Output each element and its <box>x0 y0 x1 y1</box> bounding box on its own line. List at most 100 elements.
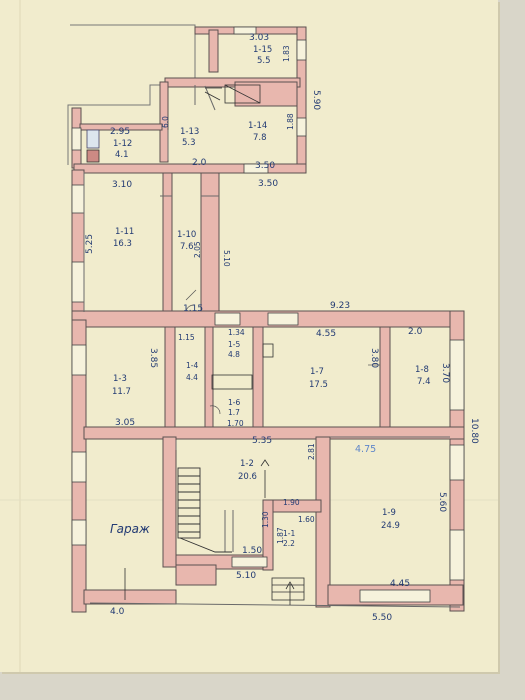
dimension: 1.83 <box>282 45 291 62</box>
stair-small-icon <box>224 84 261 104</box>
room-number: 1-8 <box>415 365 429 375</box>
dimension: 5.90 <box>311 90 321 110</box>
room-number: 1-11 <box>115 227 134 237</box>
bathtub-icon <box>211 374 253 390</box>
dimension: 1.30 <box>261 511 270 528</box>
wall <box>262 499 274 571</box>
room-area: 5.3 <box>182 138 196 148</box>
dimension: 1.60 <box>298 515 315 524</box>
dimension: 2.0 <box>192 158 207 168</box>
room-area: 24.9 <box>381 521 400 531</box>
dimension: 3.50 <box>258 179 278 189</box>
room-area: 2.2 <box>283 539 295 548</box>
window <box>71 451 87 483</box>
dimension: 4.45 <box>390 579 410 589</box>
dimension: 3.80 <box>369 348 379 368</box>
room-area: 4.1 <box>115 150 129 160</box>
room-number: 1-5 <box>228 340 240 349</box>
room-number: 1-14 <box>248 121 267 131</box>
wall <box>252 326 264 433</box>
wall <box>162 172 173 314</box>
sink-icon <box>262 343 274 358</box>
dimension: 3.10 <box>112 180 132 190</box>
doors <box>185 289 380 415</box>
room-area: 7.8 <box>253 133 267 143</box>
room-number: 1-1 <box>283 529 295 538</box>
dimension: 5.10 <box>236 571 256 581</box>
room-number: 1-6 <box>228 398 240 407</box>
room-number: 1-9 <box>382 508 396 518</box>
wall <box>79 123 163 131</box>
dimension: 1.88 <box>286 113 295 130</box>
window <box>231 556 268 568</box>
room-area: 16.3 <box>113 239 132 249</box>
dimension: 1.87 <box>276 527 285 544</box>
room-area: 5.5 <box>257 56 271 66</box>
room-number: 1-2 <box>240 459 254 469</box>
wall <box>159 81 169 163</box>
dimension: 3.03 <box>249 33 269 43</box>
room-area: 4.8 <box>228 350 240 359</box>
window <box>71 261 85 303</box>
dimension: 5.10 <box>222 250 231 267</box>
dimension: 2.95 <box>110 127 130 137</box>
interior-lines <box>83 85 461 608</box>
dimension: 5.60 <box>437 492 447 512</box>
room-area: 4.4 <box>186 373 198 382</box>
dimension: 5.25 <box>85 234 95 254</box>
wall <box>164 326 176 438</box>
dimension: 9.23 <box>330 301 350 311</box>
dimension: 4.55 <box>316 329 336 339</box>
wall <box>379 326 391 428</box>
wall <box>73 163 307 174</box>
window <box>71 344 87 376</box>
dimension: 1.50 <box>242 546 262 556</box>
window <box>71 127 82 151</box>
room-area: 7.6 <box>180 242 194 252</box>
wall <box>234 81 298 107</box>
blue-annotation: 4.75 <box>355 444 376 455</box>
window <box>243 163 269 174</box>
room-number: 1-7 <box>310 367 324 377</box>
room-number: 1-13 <box>180 127 199 137</box>
stove-icon <box>86 129 100 149</box>
room-area: 17.5 <box>309 380 328 390</box>
window <box>359 589 431 603</box>
dimension: 2.81 <box>307 443 316 460</box>
heater-icon <box>86 149 100 163</box>
outline-top-left <box>67 24 196 165</box>
wall <box>83 426 465 440</box>
wall <box>200 172 220 319</box>
room-number: 1-12 <box>113 139 132 149</box>
room-number: 1-15 <box>253 45 272 55</box>
dimension: 6.0 <box>161 116 170 128</box>
wall <box>208 29 219 73</box>
dimension: 5.50 <box>372 613 392 623</box>
dimension: 3.85 <box>148 348 158 368</box>
window <box>71 519 87 546</box>
wall <box>83 589 177 605</box>
dimension: 1.15 <box>178 333 195 342</box>
dimension: 10.80 <box>469 418 479 444</box>
window <box>267 312 299 326</box>
window <box>449 529 465 581</box>
window <box>449 339 465 411</box>
wall <box>175 564 217 586</box>
dimension: 2.05 <box>193 241 202 258</box>
window <box>296 117 307 137</box>
window <box>449 444 465 481</box>
dimension: 2.0 <box>408 327 423 337</box>
wall <box>71 310 463 328</box>
window <box>71 184 85 214</box>
wall <box>315 436 331 608</box>
dimension: 1.70 <box>227 419 244 428</box>
room-area: 20.6 <box>238 472 257 482</box>
room-number: 1-3 <box>113 374 127 384</box>
porch-steps <box>124 459 305 605</box>
window <box>296 39 307 61</box>
room-labels: 1-15 5.5 1-14 7.8 1-13 5.3 1-12 4.1 1-11… <box>110 45 431 548</box>
fixtures <box>86 84 274 390</box>
wall <box>162 436 177 568</box>
dimension: 1.34 <box>228 328 245 337</box>
